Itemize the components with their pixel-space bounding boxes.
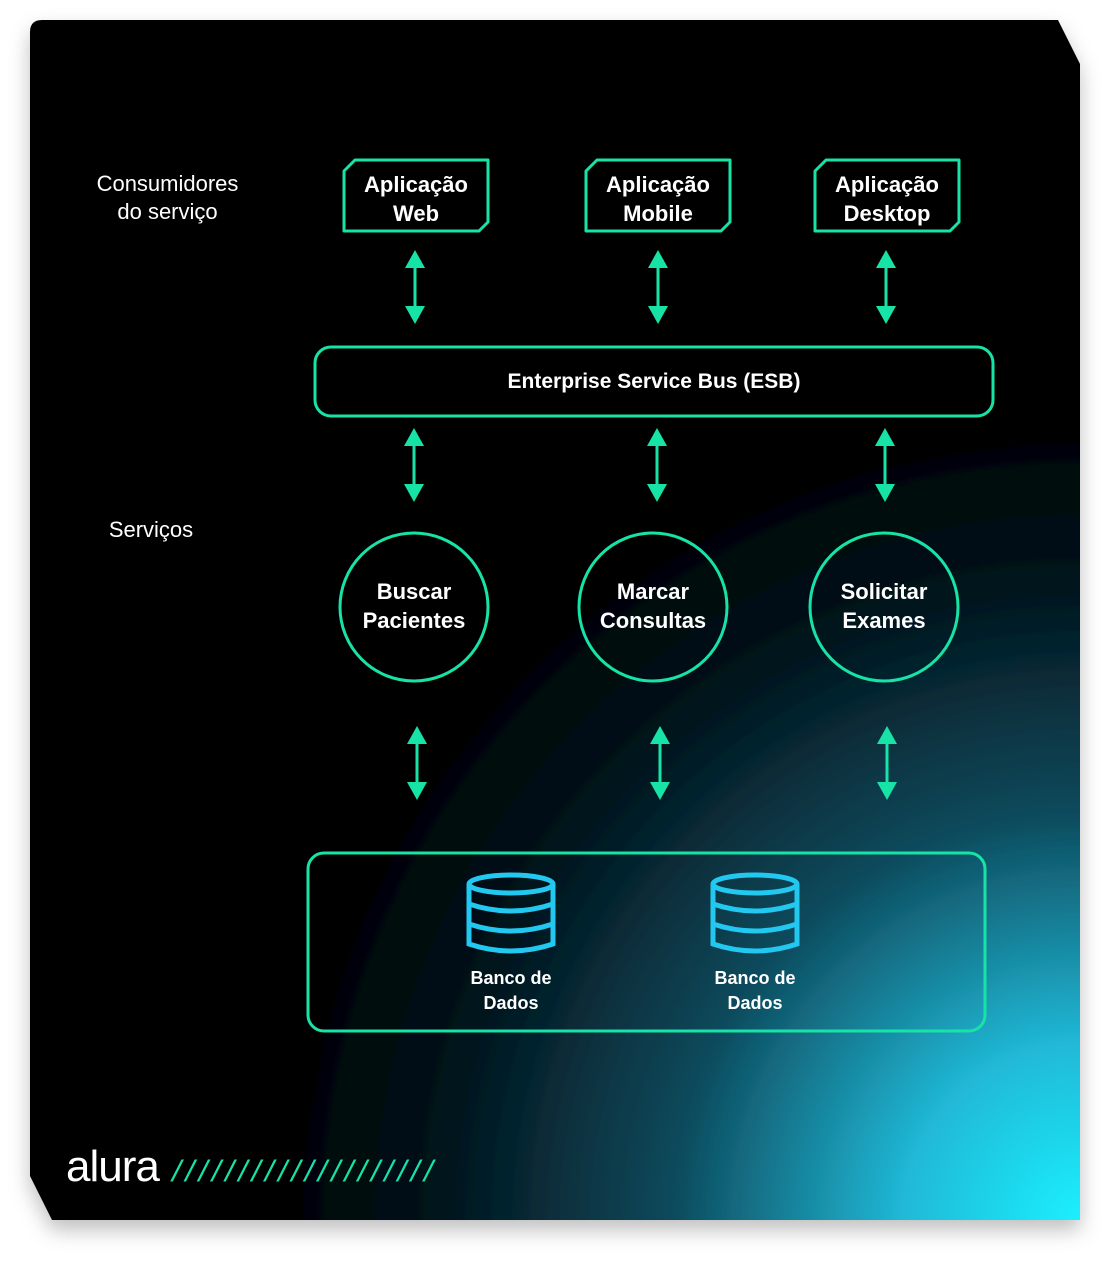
arrow-icon	[875, 428, 895, 502]
service-marcar-line2: Consultas	[599, 608, 707, 633]
consumers-label-line2: do serviço	[117, 199, 218, 224]
arrow-icon	[404, 428, 424, 502]
esb-bar	[313, 345, 995, 418]
database-icon	[710, 872, 800, 954]
database-container	[306, 851, 987, 1033]
arrow-icon	[876, 250, 896, 324]
consumer-desktop-line1: Aplicação	[835, 172, 939, 197]
arrow-icon	[650, 726, 670, 800]
service-buscar-line1: Buscar	[376, 579, 452, 604]
brand-slashes: ////////////////////	[170, 1155, 438, 1186]
consumer-web-label: Aplicação Web	[344, 170, 488, 228]
card-background	[30, 20, 1080, 1220]
consumer-web-line1: Aplicação	[364, 172, 468, 197]
services-label: Serviços	[108, 517, 194, 542]
service-buscar-label: Buscar Pacientes	[340, 577, 488, 635]
consumer-mobile-line2: Mobile	[623, 201, 693, 226]
service-marcar-line1: Marcar	[616, 579, 690, 604]
service-circle-buscar	[338, 531, 490, 683]
database-label-2-line2: Dados	[727, 993, 783, 1013]
database-label-2: Banco de Dados	[695, 966, 815, 1016]
arrow-icon	[877, 726, 897, 800]
database-label-1-line1: Banco de	[470, 968, 552, 988]
consumer-mobile-line1: Aplicação	[606, 172, 710, 197]
consumers-label-line1: Consumidores	[96, 171, 239, 196]
service-buscar-line2: Pacientes	[362, 608, 466, 633]
service-circle-solicitar	[808, 531, 960, 683]
service-marcar-label: Marcar Consultas	[579, 577, 727, 635]
service-solicitar-line2: Exames	[842, 608, 926, 633]
consumers-label: Consumidores do serviço	[60, 170, 275, 226]
consumer-web-line2: Web	[392, 201, 440, 226]
service-circle-marcar	[577, 531, 729, 683]
arrow-icon	[405, 250, 425, 324]
service-solicitar-line1: Solicitar	[840, 579, 928, 604]
alura-logo: alura	[66, 1142, 160, 1191]
consumer-desktop-line2: Desktop	[843, 201, 931, 226]
database-label-2-line1: Banco de	[714, 968, 796, 988]
database-icon	[466, 872, 556, 954]
consumer-box-web	[342, 158, 490, 233]
arrow-icon	[407, 726, 427, 800]
arrow-icon	[648, 250, 668, 324]
database-label-1-line2: Dados	[483, 993, 539, 1013]
consumer-box-mobile	[584, 158, 732, 233]
esb-label: Enterprise Service Bus (ESB)	[507, 370, 801, 393]
arrow-icon	[647, 428, 667, 502]
database-label-1: Banco de Dados	[451, 966, 571, 1016]
consumer-box-desktop	[813, 158, 961, 233]
consumer-mobile-label: Aplicação Mobile	[586, 170, 730, 228]
consumer-desktop-label: Aplicação Desktop	[815, 170, 959, 228]
service-solicitar-label: Solicitar Exames	[810, 577, 958, 635]
